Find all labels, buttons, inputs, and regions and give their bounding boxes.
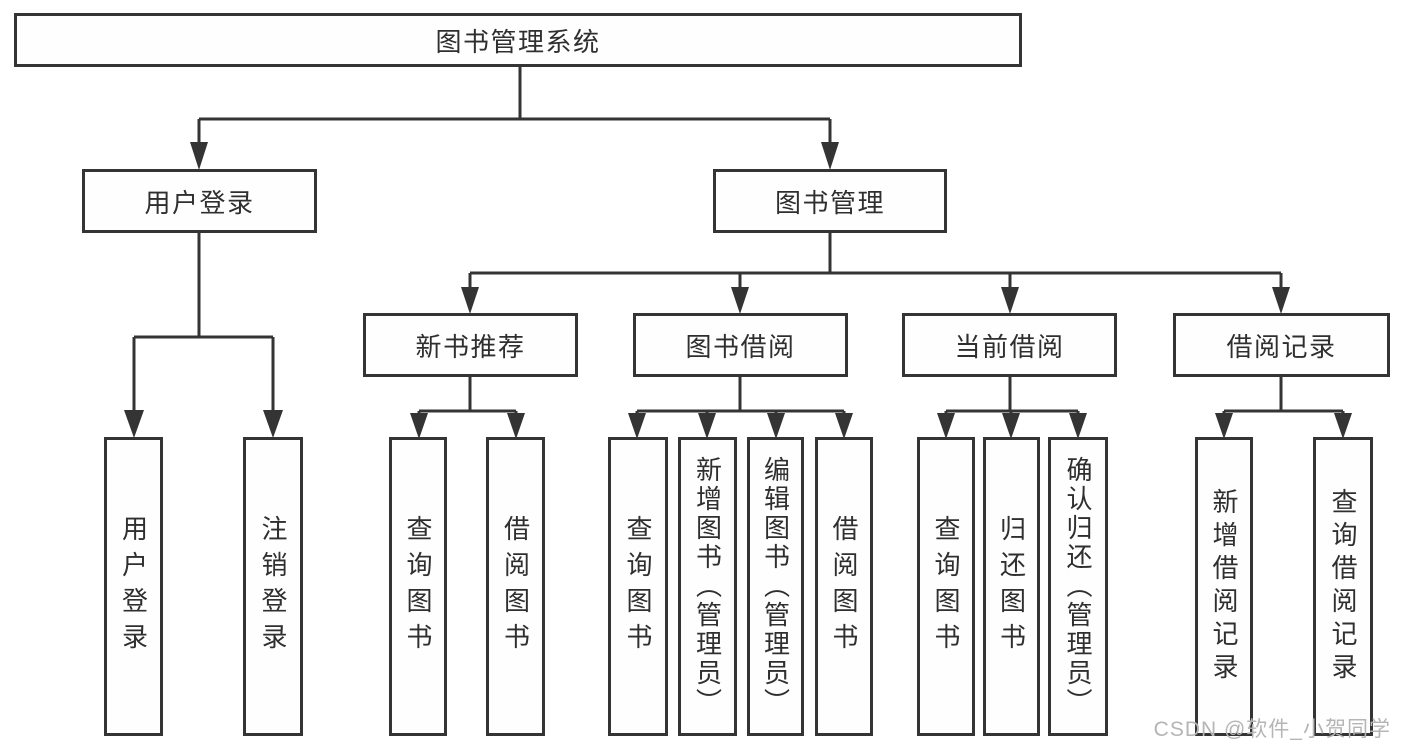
leaf-logout-label: 注销登录 (258, 514, 288, 659)
arrow-down-icon (507, 413, 525, 439)
leaf-return-books: 归还图书 (983, 437, 1040, 736)
node-borrow-records: 借阅记录 (1173, 313, 1390, 377)
leaf-confirm-return-admin: 确认归还（管理员） (1048, 437, 1108, 736)
leaf-borrowing-query-books: 查询图书 (608, 437, 668, 736)
node-book-management-label: 图书管理 (774, 187, 885, 218)
leaf-newbook-borrow-books: 借阅图书 (486, 437, 545, 736)
leaf-query-borrow-record: 查询借阅记录 (1313, 437, 1373, 736)
arrow-down-icon (937, 413, 955, 439)
arrow-down-icon (1001, 287, 1019, 314)
leaf-borrowing-borrow-books-label: 借阅图书 (829, 514, 859, 659)
arrow-down-icon (821, 142, 839, 170)
node-new-book-recommend-label: 新书推荐 (415, 331, 526, 362)
leaf-add-borrow-record: 新增借阅记录 (1195, 437, 1253, 736)
arrow-down-icon (1002, 413, 1020, 439)
connector-line-paths (132, 66, 1345, 414)
arrow-down-icon (698, 413, 716, 439)
leaf-logout: 注销登录 (243, 437, 303, 736)
arrow-down-icon (190, 142, 208, 170)
node-root: 图书管理系统 (14, 13, 1022, 67)
arrow-down-icon (767, 413, 785, 439)
arrow-down-icon (1215, 413, 1233, 439)
leaf-add-borrow-record-label: 新增借阅记录 (1209, 487, 1239, 686)
leaf-edit-books-admin: 编辑图书（管理员） (747, 437, 804, 736)
node-book-borrowing: 图书借阅 (633, 313, 848, 377)
connector-arrowheads (124, 142, 1352, 439)
node-current-borrowing: 当前借阅 (902, 313, 1117, 377)
node-book-borrowing-label: 图书借阅 (685, 331, 796, 362)
leaf-borrowing-query-books-label: 查询图书 (623, 514, 653, 659)
arrow-down-icon (461, 287, 479, 314)
leaf-query-borrow-record-label: 查询借阅记录 (1328, 487, 1358, 686)
leaf-newbook-borrow-books-label: 借阅图书 (500, 514, 531, 659)
leaf-return-books-label: 归还图书 (996, 514, 1027, 659)
node-new-book-recommend: 新书推荐 (363, 313, 578, 377)
arrow-down-icon (628, 413, 646, 439)
arrow-down-icon (410, 413, 428, 439)
leaf-borrowing-borrow-books: 借阅图书 (815, 437, 873, 736)
node-borrow-records-label: 借阅记录 (1226, 331, 1337, 362)
node-book-management: 图书管理 (713, 169, 947, 233)
leaf-add-books-admin-label: 新增图书（管理员） (692, 456, 723, 717)
arrow-down-icon (1272, 287, 1290, 314)
node-user-login-label: 用户登录 (144, 187, 255, 218)
leaf-user-login: 用户登录 (104, 437, 163, 736)
leaf-current-query-books-label: 查询图书 (931, 514, 961, 659)
arrow-down-icon (1069, 413, 1087, 439)
arrow-down-icon (835, 413, 853, 439)
arrow-down-icon (124, 410, 144, 438)
leaf-edit-books-admin-label: 编辑图书（管理员） (760, 456, 791, 717)
leaf-current-query-books: 查询图书 (917, 437, 975, 736)
arrow-down-icon (1334, 413, 1352, 439)
leaf-newbook-query-books: 查询图书 (389, 437, 447, 736)
node-user-login: 用户登录 (82, 169, 317, 233)
watermark: CSDN @软件_小贺同学 (1153, 718, 1391, 741)
arrow-down-icon (263, 410, 283, 438)
leaf-newbook-query-books-label: 查询图书 (403, 514, 433, 659)
node-root-label: 图书管理系统 (435, 26, 601, 57)
node-current-borrowing-label: 当前借阅 (954, 331, 1065, 362)
arrow-down-icon (731, 287, 749, 314)
leaf-user-login-label: 用户登录 (118, 514, 149, 659)
leaf-confirm-return-admin-label: 确认归还（管理员） (1063, 456, 1093, 717)
leaf-add-books-admin: 新增图书（管理员） (678, 437, 737, 736)
